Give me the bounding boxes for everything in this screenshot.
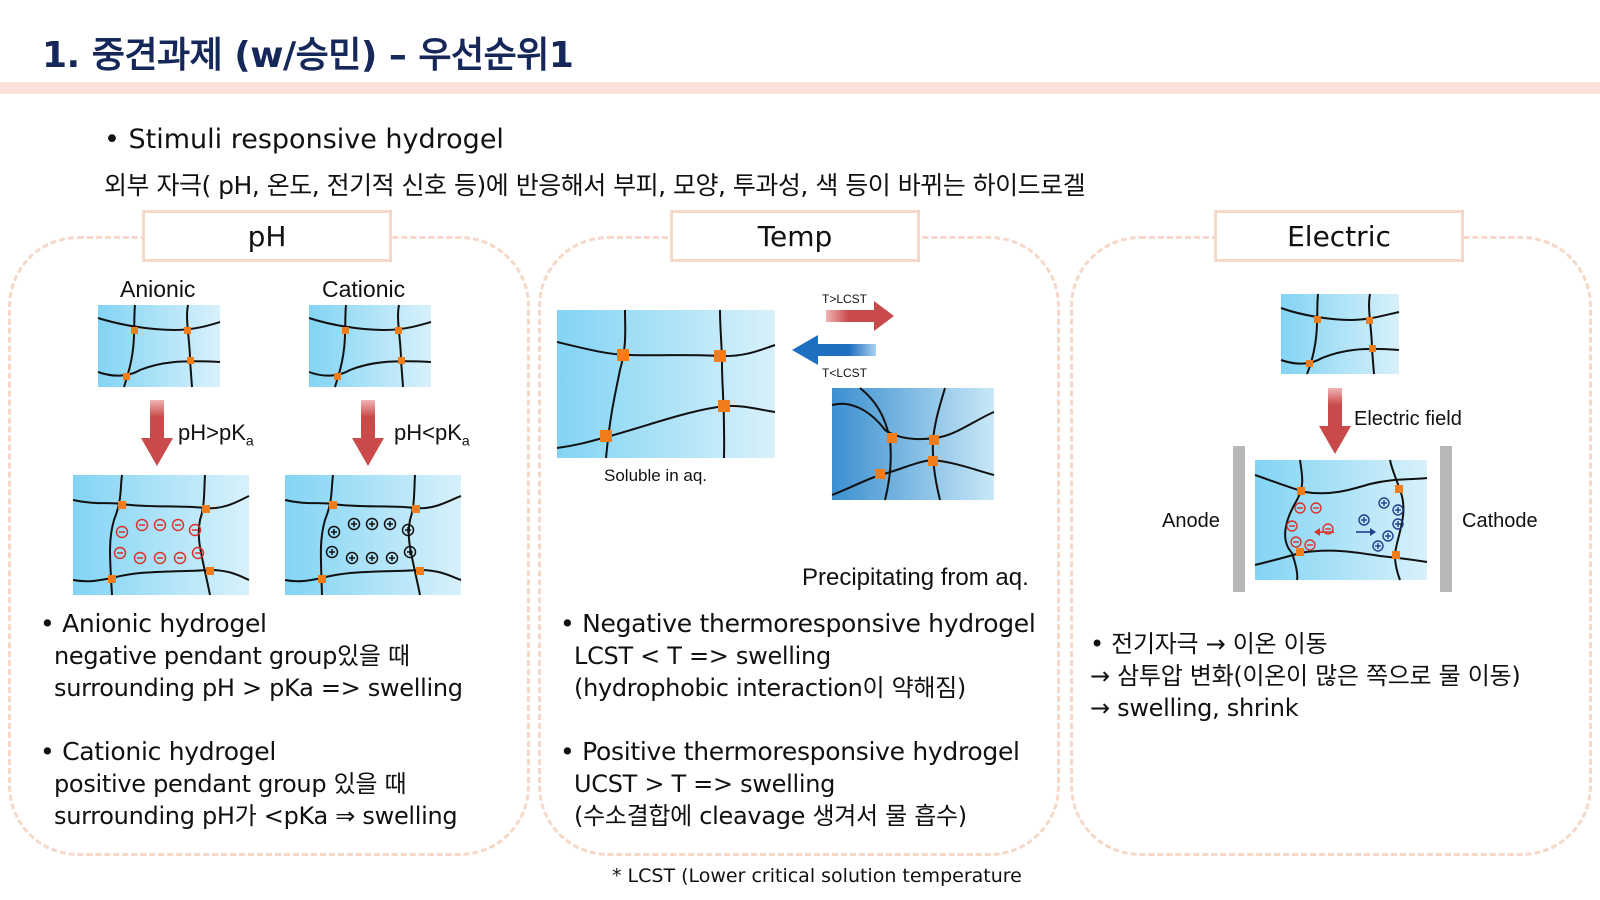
cationic-gel-swollen: [284, 474, 462, 596]
t-gt-lcst-label: T>LCST: [822, 292, 868, 306]
cathode-plate: [1440, 446, 1452, 592]
page-title: 1. 중견과제 (w/승민) – 우선순위1: [42, 35, 574, 76]
tab-temp: Temp: [670, 210, 920, 262]
electric-field-label: Electric field: [1354, 408, 1462, 430]
intro-description: 외부 자극( pH, 온도, 전기적 신호 등)에 반응해서 부피, 모양, 투…: [104, 171, 1086, 200]
electric-positive-icons: [1358, 497, 1404, 552]
cationic-gel-before: [308, 304, 432, 388]
anionic-gel-before: [97, 304, 221, 388]
precipitated-gel: [831, 387, 995, 501]
intro-bullet: • Stimuli responsive hydrogel: [104, 124, 504, 155]
footnote: * LCST (Lower critical solution temperat…: [612, 865, 1022, 887]
ph-gt-pka-label: pH>pKa: [178, 420, 254, 449]
anode-plate: [1233, 446, 1245, 592]
electric-gel-before: [1280, 293, 1400, 375]
electric-gel-after: [1254, 459, 1428, 581]
cathode-label: Cathode: [1462, 510, 1538, 532]
title-accent-bar: [0, 82, 1600, 94]
ph-lt-pka-label: pH<pKa: [394, 420, 470, 449]
heating-arrow: [826, 301, 894, 331]
ph-arrow-left: [141, 400, 173, 466]
tab-electric: Electric: [1214, 210, 1464, 262]
positive-charge-icons: [325, 517, 417, 565]
tab-ph: pH: [142, 210, 392, 262]
anode-label: Anode: [1162, 510, 1220, 532]
anionic-label: Anionic: [120, 276, 196, 302]
electric-field-arrow: [1319, 388, 1351, 454]
electric-description: • 전기자극 → 이온 이동 → 삼투압 변화(이온이 많은 쪽으로 물 이동)…: [1090, 630, 1521, 722]
cationic-label: Cationic: [322, 276, 406, 302]
negative-charge-icons: [113, 518, 205, 565]
ph-arrow-right: [352, 400, 384, 466]
t-lt-lcst-label: T<LCST: [822, 366, 868, 380]
cationic-description: • Cationic hydrogel positive pendant gro…: [40, 737, 458, 830]
positive-thermo-description: • Positive thermoresponsive hydrogel UCS…: [560, 737, 1020, 830]
anionic-gel-swollen: [72, 474, 250, 596]
precipitating-label: Precipitating from aq.: [802, 564, 1029, 591]
soluble-gel: [556, 309, 776, 459]
soluble-label: Soluble in aq.: [604, 466, 708, 485]
cooling-arrow: [792, 335, 876, 365]
electric-negative-icons: [1286, 502, 1334, 551]
anionic-description: • Anionic hydrogel negative pendant grou…: [40, 609, 463, 702]
negative-thermo-description: • Negative thermoresponsive hydrogel LCS…: [560, 609, 1036, 702]
